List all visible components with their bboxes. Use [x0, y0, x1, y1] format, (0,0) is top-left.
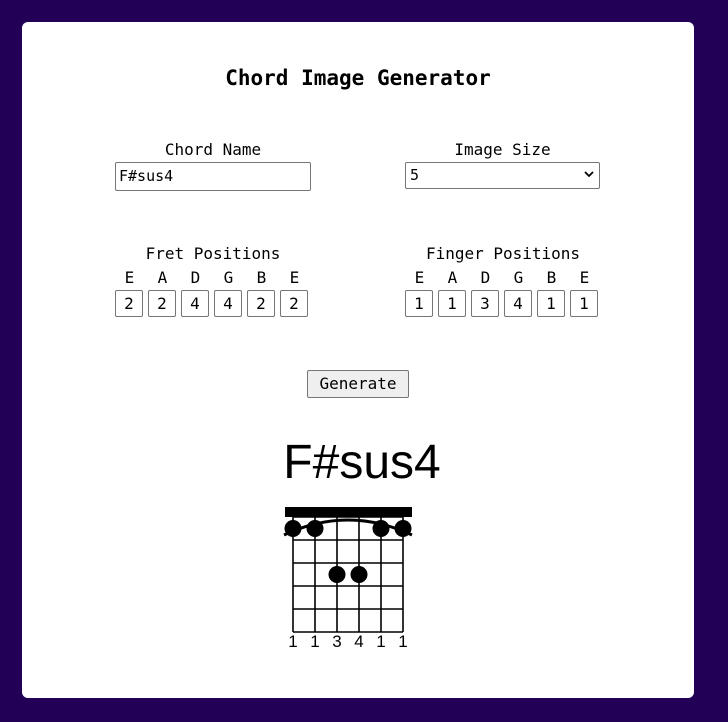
fret-string-name: G [223, 268, 234, 287]
finger-input[interactable]: 4 [504, 290, 532, 317]
finger-positions-label: Finger Positions [425, 244, 581, 263]
fret-position-inputs: 2 2 4 4 2 2 [115, 290, 313, 317]
finger-input[interactable]: 1 [405, 290, 433, 317]
fret-string-name: B [256, 268, 267, 287]
finger-label: 1 [398, 632, 407, 651]
finger-string-name: B [546, 268, 557, 287]
chevron-down-icon [584, 171, 594, 178]
finger-position-inputs: 1 1 3 4 1 1 [405, 290, 603, 317]
finger-dot [284, 520, 302, 537]
fret-string-name: D [190, 268, 201, 287]
chord-name-label: Chord Name [164, 140, 262, 159]
fret-input[interactable]: 2 [280, 290, 308, 317]
main-card: Chord Image Generator Chord Name F#sus4 … [22, 22, 694, 698]
fret-string-name: E [124, 268, 135, 287]
image-size-select[interactable]: 5 [405, 162, 600, 189]
finger-string-names: E A D G B E [403, 268, 601, 287]
fret-input[interactable]: 2 [115, 290, 143, 317]
finger-label: 4 [354, 632, 363, 651]
finger-dot [394, 520, 412, 537]
finger-string-name: A [447, 268, 458, 287]
nut [285, 507, 412, 517]
chord-name-input[interactable]: F#sus4 [115, 162, 311, 191]
fret-string-names: E A D G B E [113, 268, 311, 287]
finger-label: 1 [376, 632, 385, 651]
image-size-label: Image Size [454, 140, 551, 159]
fret-string-name: E [289, 268, 300, 287]
finger-dot [306, 520, 324, 537]
finger-input[interactable]: 3 [471, 290, 499, 317]
fret-string-name: A [157, 268, 168, 287]
chord-diagram-title: F#sus4 [283, 436, 440, 489]
finger-input[interactable]: 1 [570, 290, 598, 317]
barre-arc [283, 518, 413, 537]
finger-label: 3 [332, 632, 341, 651]
finger-input[interactable]: 1 [438, 290, 466, 317]
fret-positions-label: Fret Positions [145, 244, 281, 263]
fret-input[interactable]: 4 [214, 290, 242, 317]
finger-label: 1 [288, 632, 297, 651]
fret-input[interactable]: 2 [247, 290, 275, 317]
generate-button[interactable]: Generate [307, 370, 409, 398]
finger-string-name: E [414, 268, 425, 287]
page-title: Chord Image Generator [225, 66, 491, 90]
finger-string-name: D [480, 268, 491, 287]
image-size-value: 5 [410, 166, 420, 184]
finger-label: 1 [310, 632, 319, 651]
finger-string-name: E [579, 268, 590, 287]
finger-dot [372, 520, 390, 537]
finger-dot [328, 566, 346, 583]
fret-input[interactable]: 2 [148, 290, 176, 317]
finger-dot [350, 566, 368, 583]
finger-input[interactable]: 1 [537, 290, 565, 317]
finger-string-name: G [513, 268, 524, 287]
fret-input[interactable]: 4 [181, 290, 209, 317]
